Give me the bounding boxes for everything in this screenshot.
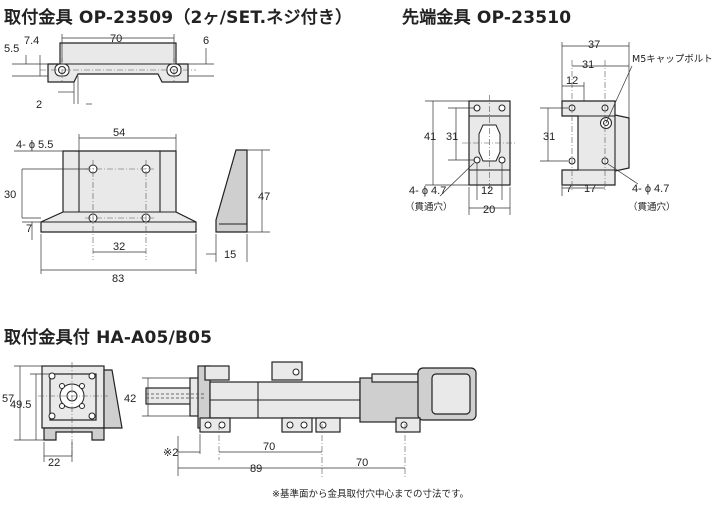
footnote: ※基準面から金具取付穴中心までの寸法です。 [272, 489, 470, 500]
op23509-top-view [12, 34, 214, 105]
dim-37: 37 [588, 39, 600, 51]
title-op23509: 取付金具 OP-23509（2ヶ/SET.ネジ付き） [4, 8, 353, 28]
dim-54: 54 [113, 127, 125, 139]
dim-thru-right: （貫通穴） [628, 201, 676, 213]
op23510-front-view [425, 95, 517, 215]
dim-12-bottom: 12 [481, 185, 493, 197]
op23509-side-view [206, 149, 270, 262]
dim-22: 22 [48, 457, 60, 469]
dim-41: 41 [424, 131, 436, 143]
dim-7: 7 [26, 223, 32, 235]
dim-47: 47 [258, 191, 270, 203]
dim-42: 42 [124, 393, 136, 405]
dim-12-top: 12 [566, 75, 578, 87]
dim-7-bottom: 7 [566, 183, 572, 195]
dim-hole-left: 4- ϕ 4.7 [409, 185, 446, 197]
op23510-side-view [540, 42, 639, 196]
dim-30: 30 [4, 189, 16, 201]
dim-star2: ※2 [163, 447, 178, 459]
dim-89: 89 [250, 463, 262, 475]
dim-6: 6 [203, 35, 209, 47]
op23509-front-view [14, 134, 197, 274]
dim-7-4: 7.4 [24, 35, 39, 47]
dim-31-right: 31 [543, 131, 555, 143]
title-ha-a05: 取付金具付 HA-A05/B05 [4, 328, 213, 348]
ha-a05-end-view [14, 362, 123, 462]
dim-70-b: 70 [356, 457, 368, 469]
dim-70-a: 70 [263, 441, 275, 453]
dim-5-5: 5.5 [4, 43, 19, 55]
dim-32: 32 [113, 241, 125, 253]
dim-31-left: 31 [446, 131, 458, 143]
dim-57: 57 [2, 393, 14, 405]
dim-15: 15 [224, 249, 236, 261]
dim-m5-bolt: M5キャップボルト [632, 54, 713, 65]
dim-83: 83 [112, 273, 124, 285]
dim-thru-left: （貫通穴） [405, 201, 453, 213]
dim-31-top: 31 [582, 59, 594, 71]
dim-2: 2 [36, 99, 42, 111]
dim-hole-5-5: 4- ϕ 5.5 [16, 139, 53, 151]
title-op23510: 先端金具 OP-23510 [402, 8, 572, 28]
dim-49-5: 49.5 [10, 399, 31, 411]
ha-a05-assembly-view [142, 361, 477, 478]
dim-hole-right: 4- ϕ 4.7 [632, 183, 669, 195]
dim-20: 20 [483, 204, 495, 216]
dim-17: 17 [584, 183, 596, 195]
dim-70-top: 70 [110, 33, 122, 45]
